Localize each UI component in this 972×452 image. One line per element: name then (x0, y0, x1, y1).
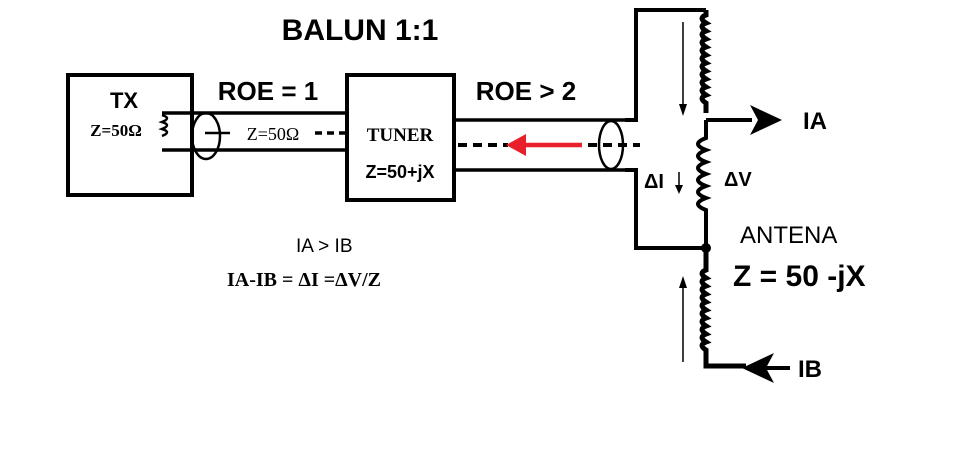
diagram-title: BALUN 1:1 (282, 14, 439, 47)
balun-wire-bottom (625, 168, 706, 250)
left-line-impedance: Z=50Ω (247, 124, 300, 144)
tx-impedance: Z=50Ω (90, 121, 142, 140)
reflected-wave-arrow-icon (506, 134, 526, 156)
delta-i-arrow-icon (675, 185, 683, 194)
lower-current-arrow-icon (679, 276, 687, 288)
right-line-swr: ROE > 2 (476, 76, 576, 106)
ia-arrow-icon (750, 105, 782, 135)
equation-line-2: IA-IB = ΔI =ΔV/Z (227, 269, 381, 291)
delta-i-label: ΔI (644, 171, 664, 193)
balun-wire-top (625, 8, 706, 122)
tx-coil-icon (158, 113, 169, 138)
antenna-label: ANTENA (740, 222, 837, 249)
tuner-impedance: Z=50+jX (365, 162, 434, 182)
ib-label: IB (798, 356, 822, 383)
tuner-label: TUNER (367, 125, 434, 146)
tuner-box (345, 73, 456, 202)
balun-middle-coil (696, 120, 712, 248)
ia-label: IA (803, 108, 827, 135)
balun-upper-winding (699, 10, 712, 113)
left-coax-ferrite (190, 111, 222, 161)
left-line-swr: ROE = 1 (218, 76, 318, 106)
ib-arrow-icon (742, 353, 774, 383)
delta-v-label: ΔV (724, 169, 752, 191)
upper-current-arrow-icon (679, 104, 687, 116)
equation-line-1: IA > IB (296, 236, 353, 257)
right-coax-ferrite (597, 119, 625, 171)
balun-lower-winding (699, 252, 746, 369)
balun-junction-dot (701, 243, 711, 253)
antenna-impedance: Z = 50 -jX (733, 260, 866, 293)
tx-label: TX (110, 88, 138, 113)
